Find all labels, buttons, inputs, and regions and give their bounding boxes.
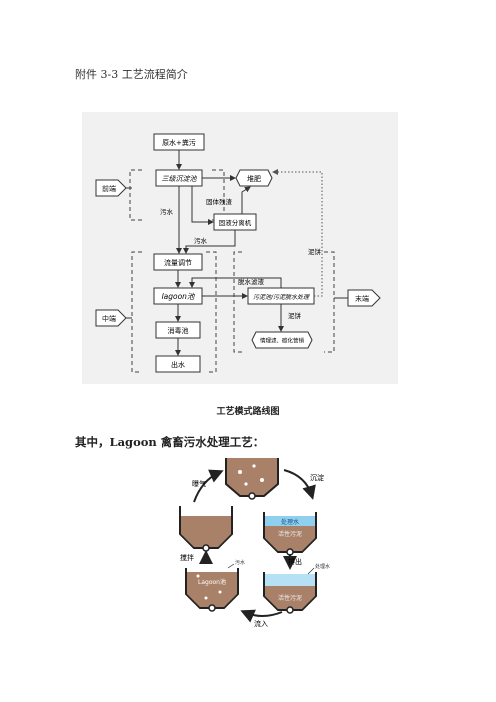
- tank-separated: 处理水 活性污泥: [263, 512, 317, 556]
- node-compost: 堆肥: [235, 169, 273, 187]
- svg-text:固液分离机: 固液分离机: [219, 218, 252, 227]
- lagoon-cycle-diagram: 处理水 活性污泥 Lagoon池 污水 活性污泥 处理水: [150, 450, 350, 630]
- end-stage-tag: 末端: [347, 289, 381, 307]
- label-cake-2: 泥饼: [288, 311, 302, 320]
- label-stir: 搅拌: [180, 553, 194, 562]
- label-sewage-1: 污水: [160, 207, 174, 216]
- tank-lagoon: Lagoon池 污水: [185, 559, 245, 612]
- front-bracket: [129, 169, 142, 221]
- svg-text:Lagoon池: Lagoon池: [198, 578, 226, 586]
- front-stage-tag: 前端: [95, 179, 127, 197]
- svg-text:处理水: 处理水: [315, 563, 330, 570]
- label-sewage-2: 污水: [194, 236, 208, 245]
- svg-text:情理滤、碳化营销: 情理滤、碳化营销: [260, 337, 305, 345]
- tank-discharged: 活性污泥 处理水: [263, 563, 330, 614]
- svg-text:原水+粪污: 原水+粪污: [162, 138, 196, 147]
- svg-text:处理水: 处理水: [281, 518, 299, 526]
- svg-text:前端: 前端: [102, 184, 116, 193]
- node-sludge-processing: 污泥池/污泥脱水处理: [247, 287, 315, 305]
- tank-settling: [225, 458, 279, 500]
- node-tank3: 三级沉淀池: [155, 169, 203, 187]
- end-bracket: [233, 251, 242, 353]
- process-flow-diagram: 前端 中端 末端 原水+粪污 三级沉淀池 堆肥 固液分离机: [82, 112, 398, 384]
- svg-text:出水: 出水: [171, 360, 185, 369]
- label-aerate: 曝气: [192, 479, 206, 488]
- label-filtrate: 脱水滤液: [238, 277, 265, 286]
- svg-text:lagoon池: lagoon池: [162, 292, 196, 301]
- node-equalize: 流量调节: [153, 253, 203, 271]
- flow-svg: 前端 中端 末端 原水+粪污 三级沉淀池 堆肥 固液分离机: [95, 133, 381, 373]
- svg-text:活性污泥: 活性污泥: [278, 594, 302, 602]
- attachment-heading: 附件 3-3 工艺流程简介: [75, 68, 188, 81]
- svg-text:末端: 末端: [355, 294, 369, 303]
- node-source: 原水+粪污: [153, 133, 205, 151]
- svg-text:三级沉淀池: 三级沉淀池: [162, 175, 198, 183]
- cycle-svg: 处理水 活性污泥 Lagoon池 污水 活性污泥 处理水: [179, 458, 330, 628]
- middle-stage-tag: 中端: [95, 309, 127, 327]
- svg-text:流量调节: 流量调节: [164, 258, 192, 267]
- svg-text:堆肥: 堆肥: [247, 174, 261, 183]
- flow-caption: 工艺模式路线图: [216, 407, 280, 417]
- node-lagoon: lagoon池: [153, 287, 203, 305]
- svg-text:中端: 中端: [102, 314, 116, 323]
- node-solid-separator: 固液分离机: [213, 213, 257, 231]
- node-disinfect: 消毒池: [155, 321, 201, 339]
- label-inflow: 流入: [254, 619, 268, 628]
- label-settle: 沉淀: [310, 473, 324, 482]
- svg-text:活性污泥: 活性污泥: [278, 530, 302, 538]
- node-outlet: 出水: [155, 355, 201, 373]
- label-discharge: 排出: [288, 557, 302, 566]
- tank-aeration: [179, 506, 233, 552]
- node-final-product: 情理滤、碳化营销: [251, 331, 313, 349]
- svg-text:污泥池/污泥脱水处理: 污泥池/污泥脱水处理: [253, 293, 310, 301]
- svg-text:污水: 污水: [235, 559, 245, 566]
- label-cake-1: 泥饼: [308, 247, 322, 256]
- svg-text:消毒池: 消毒池: [168, 326, 189, 335]
- lagoon-subheading: 其中，Lagoon 禽畜污水处理工艺：: [75, 435, 265, 449]
- label-solid-slag: 固体残渣: [206, 197, 233, 206]
- middle-bracket: [131, 251, 142, 373]
